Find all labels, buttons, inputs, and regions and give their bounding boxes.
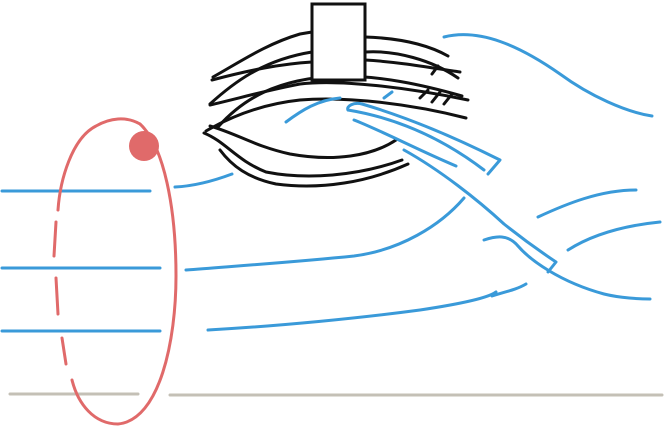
flow-lower-end [490,282,528,298]
channel-band-2 [210,58,462,82]
channel-dash-2 [418,88,430,100]
flow-top-right [442,33,654,118]
channel-dash-4 [442,92,454,106]
ring-indicator [52,117,178,426]
ring-left-arc [56,117,142,212]
flow-lower [206,290,498,332]
channel-band-3 [208,81,470,107]
ring-left-dash-3 [60,336,68,366]
flow-lines [0,33,662,333]
channel-band-4-lower [218,148,410,188]
flow-dash-top [382,90,394,100]
flow-right-upper [536,188,638,219]
flow-strand-crossb [482,235,652,301]
flow-strand-upper [346,108,486,172]
flow-top [173,172,234,189]
flow-right-middle [566,220,662,252]
channel-dash-1 [430,64,440,76]
flow-middle [184,196,466,272]
channel-bands [202,30,470,188]
ring-right-arc [70,122,178,426]
flow-strand-loop [346,102,502,176]
flow-upper-arc [284,96,342,124]
ground-line [8,392,664,397]
channel-band-4 [202,131,404,178]
channel-block [310,2,367,82]
channel-band-5 [208,124,398,160]
ring-left-dash-2 [54,276,60,316]
ring-dot [129,131,159,161]
ring-left-dash-1 [52,220,58,258]
flow-strand-cross [402,148,558,274]
flow-strand-return [352,118,458,168]
channel-dash-3 [430,90,442,104]
channel-band-1-lower [208,50,460,106]
channel-band-3-lower [204,97,468,133]
channel-band-1 [211,30,450,79]
